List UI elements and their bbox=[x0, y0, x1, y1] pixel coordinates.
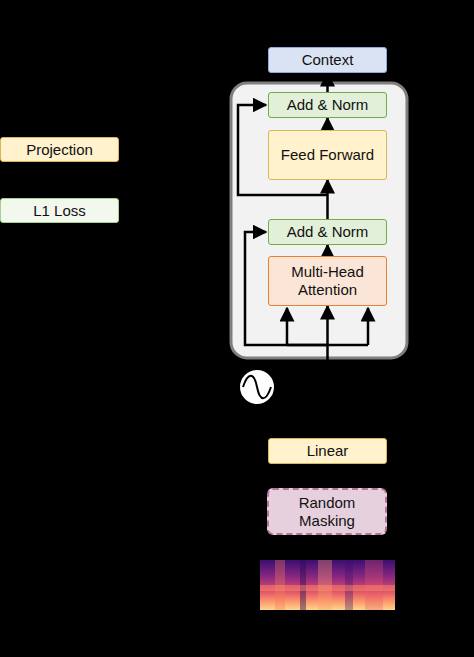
box-label: L1 Loss bbox=[27, 200, 92, 222]
box-label: Feed Forward bbox=[275, 144, 380, 166]
output-box: Context bbox=[268, 47, 387, 73]
loss-box: L1 Loss bbox=[0, 198, 119, 223]
masking-box: Random Masking bbox=[267, 488, 387, 535]
spectrogram-image bbox=[260, 560, 395, 610]
box-label: Add & Norm bbox=[281, 221, 375, 243]
projection-box: Projection bbox=[0, 137, 119, 162]
flow-arrow bbox=[326, 118, 329, 130]
split-wire bbox=[287, 344, 368, 347]
box-label: Context bbox=[296, 49, 360, 71]
position-wire bbox=[275, 386, 326, 389]
box-label: Linear bbox=[301, 440, 355, 462]
flow-arrow bbox=[326, 180, 329, 219]
flow-arrow bbox=[326, 464, 329, 488]
norm-box: Add & Norm bbox=[268, 219, 387, 245]
sine-symbol bbox=[243, 376, 271, 399]
norm-box: Add & Norm bbox=[268, 92, 387, 118]
positional-encoding-symbol bbox=[239, 369, 275, 405]
flow-arrow bbox=[326, 245, 329, 256]
flow-arrow bbox=[326, 73, 329, 92]
attention-box: Multi-Head Attention bbox=[268, 256, 387, 306]
box-label: Add & Norm bbox=[281, 94, 375, 116]
box-label: Multi-Head Attention bbox=[269, 261, 386, 301]
split-wire bbox=[286, 308, 289, 345]
encoder-block bbox=[231, 83, 407, 358]
linear-box: Linear bbox=[268, 438, 387, 464]
flow-arrow bbox=[326, 306, 329, 438]
split-wire bbox=[367, 308, 370, 345]
input-wire bbox=[326, 537, 329, 560]
box-label: Projection bbox=[20, 139, 99, 161]
box-label: Random Masking bbox=[269, 492, 385, 532]
feedforward-box: Feed Forward bbox=[268, 130, 387, 180]
